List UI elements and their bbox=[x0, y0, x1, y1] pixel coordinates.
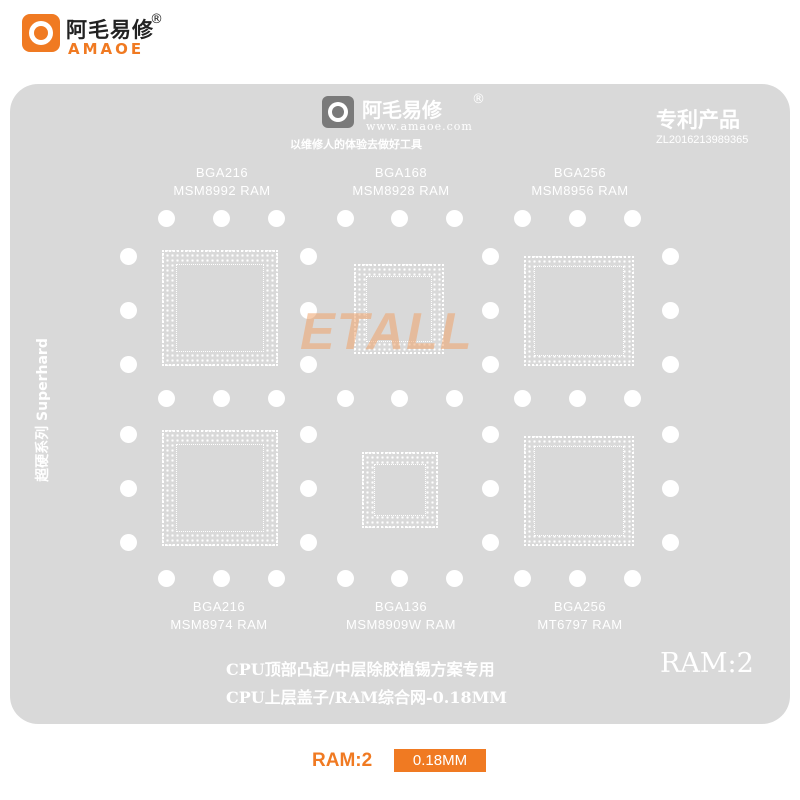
alignment-hole bbox=[482, 248, 499, 265]
watermark-text: ETALL bbox=[300, 303, 474, 361]
alignment-hole bbox=[120, 248, 137, 265]
alignment-hole bbox=[482, 534, 499, 551]
alignment-hole bbox=[268, 390, 285, 407]
alignment-hole bbox=[120, 534, 137, 551]
alignment-hole bbox=[624, 570, 641, 587]
description-line-1: CPU顶部凸起/中层除胶植锡方案专用 bbox=[226, 660, 495, 679]
alignment-hole bbox=[482, 426, 499, 443]
alignment-hole bbox=[300, 302, 317, 319]
chip-bga: BGA256 bbox=[553, 599, 607, 614]
stencil-registered-mark: ® bbox=[472, 92, 485, 107]
alignment-hole bbox=[482, 356, 499, 373]
alignment-hole bbox=[158, 210, 175, 227]
alignment-hole bbox=[446, 390, 463, 407]
chip-label-2: BGA168 MSM8928 RAM bbox=[331, 164, 471, 200]
alignment-hole bbox=[662, 248, 679, 265]
brand-logo-icon bbox=[22, 14, 60, 52]
alignment-hole bbox=[120, 426, 137, 443]
alignment-hole bbox=[213, 570, 230, 587]
chip-model: MSM8992 RAM bbox=[173, 183, 271, 198]
alignment-hole bbox=[624, 390, 641, 407]
alignment-hole bbox=[482, 480, 499, 497]
alignment-hole bbox=[569, 570, 586, 587]
model-label: RAM:2 bbox=[312, 750, 373, 771]
alignment-hole bbox=[391, 210, 408, 227]
alignment-hole bbox=[158, 390, 175, 407]
chip-bga: BGA136 bbox=[374, 599, 428, 614]
patent-number: ZL2016213989365 bbox=[656, 134, 749, 146]
bga-grid-4 bbox=[162, 430, 278, 546]
side-series-text: 超硬系列 Superhard bbox=[35, 338, 51, 482]
alignment-hole bbox=[514, 210, 531, 227]
chip-model: MSM8909W RAM bbox=[345, 617, 457, 632]
alignment-hole bbox=[569, 210, 586, 227]
chip-bga: BGA256 bbox=[553, 165, 607, 180]
thickness-badge: 0.18MM bbox=[394, 749, 486, 772]
alignment-hole bbox=[662, 356, 679, 373]
alignment-hole bbox=[213, 390, 230, 407]
alignment-hole bbox=[391, 390, 408, 407]
alignment-hole bbox=[482, 302, 499, 319]
chip-model: MSM8928 RAM bbox=[352, 183, 450, 198]
chip-label-1: BGA216 MSM8992 RAM bbox=[152, 164, 292, 200]
bga-grid-1 bbox=[162, 250, 278, 366]
alignment-hole bbox=[569, 390, 586, 407]
chip-label-3: BGA256 MSM8956 RAM bbox=[510, 164, 650, 200]
alignment-hole bbox=[300, 356, 317, 373]
alignment-hole bbox=[662, 426, 679, 443]
alignment-hole bbox=[300, 534, 317, 551]
alignment-hole bbox=[300, 480, 317, 497]
alignment-hole bbox=[158, 570, 175, 587]
alignment-hole bbox=[120, 480, 137, 497]
stencil-brand-cn: 阿毛易修 bbox=[362, 98, 442, 122]
alignment-hole bbox=[120, 356, 137, 373]
alignment-hole bbox=[391, 570, 408, 587]
alignment-hole bbox=[120, 302, 137, 319]
chip-model: MSM8956 RAM bbox=[531, 183, 629, 198]
alignment-hole bbox=[514, 570, 531, 587]
alignment-hole bbox=[213, 210, 230, 227]
alignment-hole bbox=[300, 248, 317, 265]
alignment-hole bbox=[268, 570, 285, 587]
brand-registered-mark: ® bbox=[150, 12, 163, 27]
alignment-hole bbox=[446, 210, 463, 227]
chip-model: MT6797 RAM bbox=[537, 617, 623, 632]
chip-label-6: BGA256 MT6797 RAM bbox=[510, 598, 650, 634]
alignment-hole bbox=[300, 426, 317, 443]
alignment-hole bbox=[662, 302, 679, 319]
alignment-hole bbox=[337, 210, 354, 227]
chip-label-4: BGA216 MSM8974 RAM bbox=[149, 598, 289, 634]
bga-grid-6 bbox=[524, 436, 634, 546]
chip-bga: BGA168 bbox=[374, 165, 428, 180]
brand-name-cn: 阿毛易修 bbox=[66, 18, 154, 42]
alignment-hole bbox=[624, 210, 641, 227]
alignment-hole bbox=[662, 480, 679, 497]
bga-grid-2 bbox=[354, 264, 444, 354]
chip-bga: BGA216 bbox=[192, 599, 246, 614]
ram-code: RAM:2 bbox=[660, 648, 754, 679]
brand-name-en: AMAOE bbox=[68, 40, 145, 58]
chip-model: MSM8974 RAM bbox=[170, 617, 268, 632]
alignment-hole bbox=[268, 210, 285, 227]
chip-label-5: BGA136 MSM8909W RAM bbox=[331, 598, 471, 634]
chip-bga: BGA216 bbox=[195, 165, 249, 180]
alignment-hole bbox=[514, 390, 531, 407]
alignment-hole bbox=[662, 534, 679, 551]
stencil-slogan: 以维修人的体验去做好工具 bbox=[290, 138, 422, 151]
alignment-hole bbox=[337, 570, 354, 587]
alignment-hole bbox=[337, 390, 354, 407]
alignment-hole bbox=[446, 570, 463, 587]
stencil-url: www.amaoe.com bbox=[366, 120, 473, 133]
bga-grid-3 bbox=[524, 256, 634, 366]
bga-grid-5 bbox=[362, 452, 438, 528]
description-line-2: CPU上层盖子/RAM综合网-0.18MM bbox=[226, 688, 508, 707]
stencil-logo-icon bbox=[322, 96, 354, 128]
patent-title: 专利产品 bbox=[656, 108, 740, 132]
